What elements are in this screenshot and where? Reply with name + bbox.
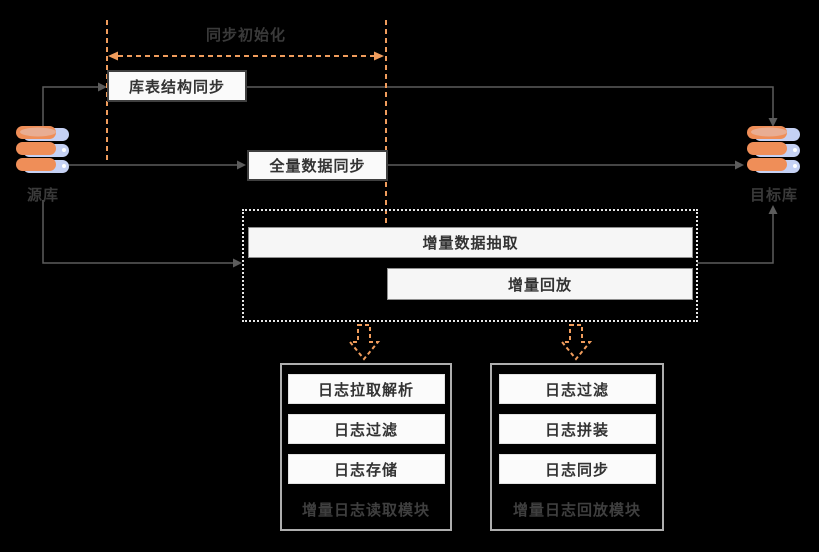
down-arrow-right-icon [559,324,593,361]
log-replayer-step-assemble: 日志拼装 [498,414,656,444]
log-reader-step-store: 日志存储 [287,454,445,484]
init-phase-guides [106,20,387,227]
incremental-extract-box: 增量数据抽取 [248,227,693,258]
source-db-label: 源库 [26,186,59,204]
log-reader-module-title: 增量日志读取模块 [301,501,430,519]
init-range-arrow-icon [108,51,384,61]
log-reader-step-filter: 日志过滤 [287,414,445,444]
log-replayer-step-filter: 日志过滤 [498,374,656,404]
incremental-replay-box: 增量回放 [387,268,693,300]
init-phase-label: 同步初始化 [205,26,286,44]
log-reader-step-pull-parse: 日志拉取解析 [287,374,445,404]
source-db: 源库 [13,125,73,205]
flow-lines [42,86,774,264]
log-replayer-step-sync: 日志同步 [498,454,656,484]
log-reader-module: 日志拉取解析 日志过滤 日志存储 增量日志读取模块 [280,363,452,531]
incremental-zone [242,209,698,322]
schema-sync-box: 库表结构同步 [107,70,247,102]
target-db-label: 目标库 [749,186,798,204]
log-replayer-module-title: 增量日志回放模块 [512,501,641,519]
log-replayer-module: 日志过滤 日志拼装 日志同步 增量日志回放模块 [490,363,664,531]
flow-arrowheads [98,82,778,268]
target-db-icon [747,126,800,173]
down-arrow-left-icon [347,324,381,361]
target-db: 目标库 [744,125,804,205]
full-sync-box: 全量数据同步 [247,150,388,181]
source-db-icon [16,126,69,173]
